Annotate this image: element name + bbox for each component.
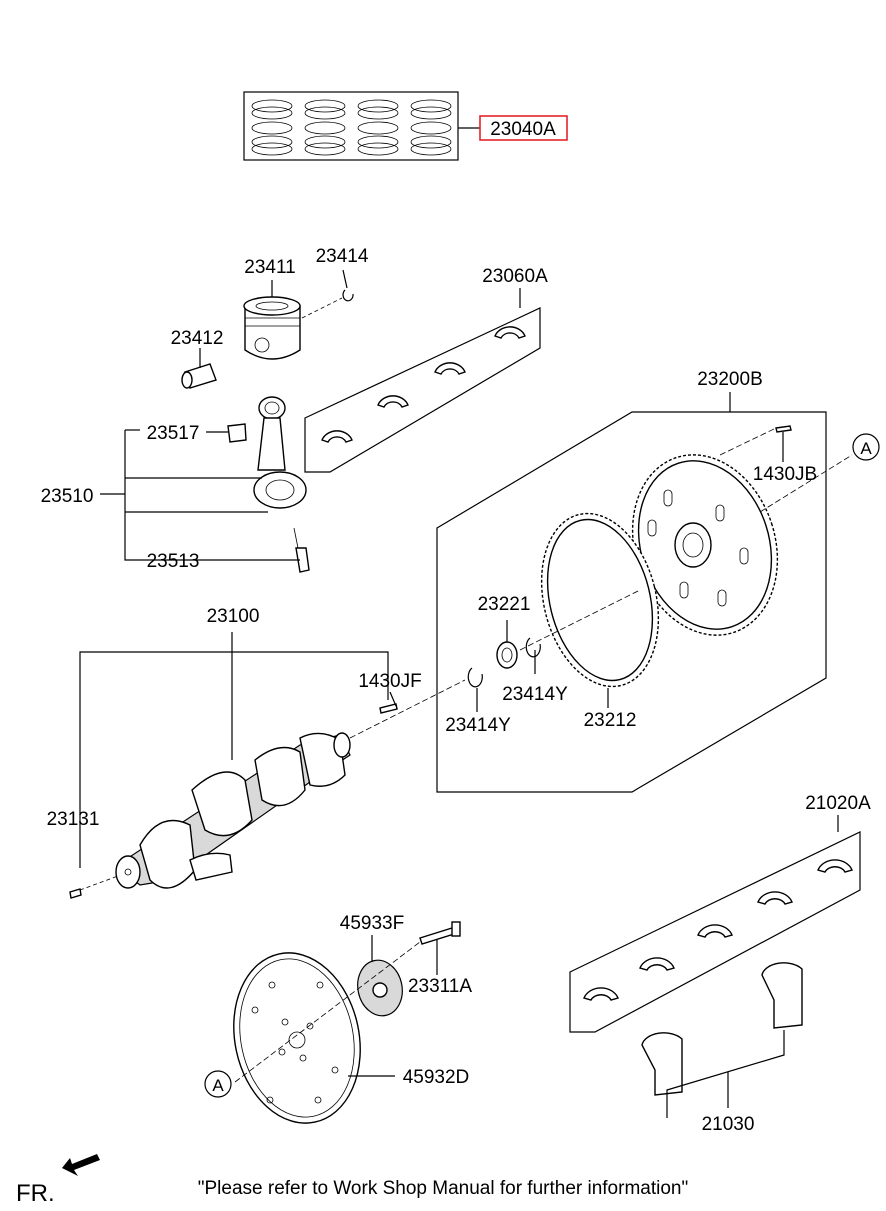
ref-a-label-1: A [860,439,872,458]
ref-circle-a-2[interactable]: A [204,1070,232,1098]
drive-plate[interactable] [218,941,375,1135]
ref-a-label-2: A [212,1076,224,1095]
footer-note: "Please refer to Work Shop Manual for fu… [197,1178,689,1199]
pilot-bearing[interactable] [496,641,518,669]
flywheel-bolt-23311A[interactable] [419,921,461,945]
piston-ring-set[interactable] [243,91,480,161]
label-23200B[interactable]: 23200B [697,369,763,390]
front-arrow-icon [62,1154,100,1176]
label-23060A[interactable]: 23060A [482,266,548,287]
label-23212[interactable]: 23212 [584,710,637,731]
label-23131[interactable]: 23131 [47,809,100,830]
label-21020A[interactable]: 21020A [805,793,871,814]
ring-gear[interactable] [524,501,675,699]
label-1430JB[interactable]: 1430JB [753,464,817,485]
label-23100[interactable]: 23100 [207,606,260,627]
highlight-box [479,115,568,141]
crankshaft[interactable] [115,732,351,889]
rod-bush[interactable] [227,423,247,443]
thrust-washers[interactable] [641,962,803,1096]
rod-bearing-shells[interactable] [321,326,526,443]
adapter-plate[interactable] [353,956,408,1020]
label-23517[interactable]: 23517 [147,423,200,444]
piston-clip[interactable] [342,289,354,302]
connecting-rod[interactable] [253,396,307,509]
crank-pin-dowel[interactable] [379,703,398,714]
main-bearing-shells[interactable] [583,859,853,1001]
piston[interactable] [243,296,301,360]
label-23221[interactable]: 23221 [478,594,531,615]
front-direction-label: FR. [16,1180,55,1207]
label-45932D[interactable]: 45932D [403,1067,470,1088]
label-23040A[interactable]: 23040A [490,119,556,140]
ref-circle-a-1[interactable]: A [852,433,880,461]
label-23513[interactable]: 23513 [147,551,200,572]
label-1430JF[interactable]: 1430JF [358,671,421,692]
crank-key-pin[interactable] [69,888,82,899]
label-23311A[interactable]: 23311A [408,976,472,997]
flywheel[interactable] [610,436,800,654]
label-23414Y-a[interactable]: 23414Y [445,715,511,736]
label-21030[interactable]: 21030 [702,1114,755,1135]
rod-bolt[interactable] [293,527,310,573]
snap-ring-left[interactable] [467,667,483,688]
label-23414[interactable]: 23414 [316,246,369,267]
label-23510[interactable]: 23510 [41,486,94,507]
flywheel-bolt[interactable] [775,425,792,433]
label-23414Y-b[interactable]: 23414Y [502,684,568,705]
label-45933F[interactable]: 45933F [340,913,404,934]
piston-pin[interactable] [181,363,217,389]
label-23412[interactable]: 23412 [171,328,224,349]
label-23411[interactable]: 23411 [244,257,295,278]
snap-ring-right[interactable] [525,637,541,658]
